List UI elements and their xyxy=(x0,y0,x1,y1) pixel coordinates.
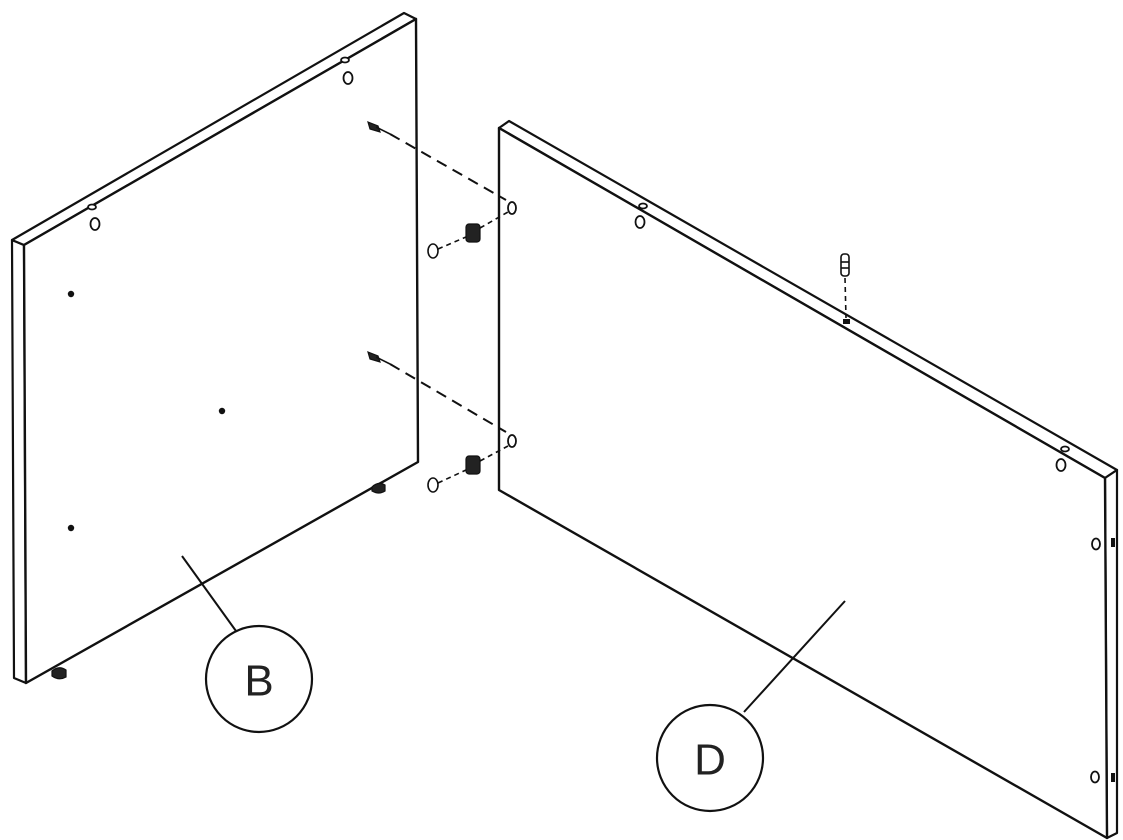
dowel-pin xyxy=(840,253,850,319)
panel-d-side-slot xyxy=(1111,773,1115,782)
dowel-icon xyxy=(465,223,481,243)
panel-b-face xyxy=(22,17,420,685)
panel-b-top-hole xyxy=(340,56,350,64)
callout-b-leader xyxy=(181,555,237,632)
hardware-upper xyxy=(367,120,509,259)
cam-bolt-icon xyxy=(367,350,381,363)
assembly-path xyxy=(437,236,467,250)
panel-d-side-slot xyxy=(1111,538,1115,547)
panel-b-pilot-hole xyxy=(67,524,75,532)
callout-d-circle xyxy=(655,703,765,813)
cam-lock-icon xyxy=(427,477,439,493)
panel-b-top-hole xyxy=(87,203,97,211)
panel-d-top-hole xyxy=(1060,445,1070,453)
assembly-path xyxy=(389,133,507,201)
callout-b-label: B xyxy=(244,657,273,706)
hardware-lower xyxy=(367,350,509,493)
callout-d: D xyxy=(655,600,846,813)
panel-d-face xyxy=(497,126,1109,840)
cam-bolt-shaft xyxy=(375,126,391,135)
assembly-path xyxy=(389,363,507,433)
assembly-path xyxy=(844,277,847,319)
assembly-path xyxy=(437,469,467,484)
cam-bolt-shaft xyxy=(375,356,391,365)
panel-d-pin-hole xyxy=(843,319,850,324)
wooden-dowel-pin-icon xyxy=(840,253,850,277)
panel-b-pilot-hole xyxy=(218,407,226,415)
panel-d-side-hole xyxy=(1090,770,1100,784)
panel-b xyxy=(10,11,420,685)
panel-b-foot xyxy=(371,482,386,494)
panel-d xyxy=(497,119,1119,840)
panel-d-cam-hole xyxy=(1055,458,1067,472)
callout-b-circle xyxy=(204,624,314,734)
panel-d-cam-hole xyxy=(634,215,646,229)
panel-b-cam-hole xyxy=(89,217,101,231)
panel-b-cam-hole xyxy=(342,71,354,85)
panel-d-top-hole xyxy=(638,202,648,210)
dowel-icon xyxy=(465,455,481,475)
panel-d-dowel-hole xyxy=(507,434,517,448)
panel-b-foot xyxy=(51,667,67,680)
cam-bolt-icon xyxy=(367,120,381,133)
callout-d-label: D xyxy=(694,736,726,785)
panel-b-pilot-hole xyxy=(67,290,75,298)
cam-lock-icon xyxy=(427,243,439,259)
panel-d-side-hole xyxy=(1091,537,1101,551)
callout-b: B xyxy=(181,555,314,734)
callout-d-leader xyxy=(743,600,846,713)
panel-d-dowel-hole xyxy=(507,201,517,215)
